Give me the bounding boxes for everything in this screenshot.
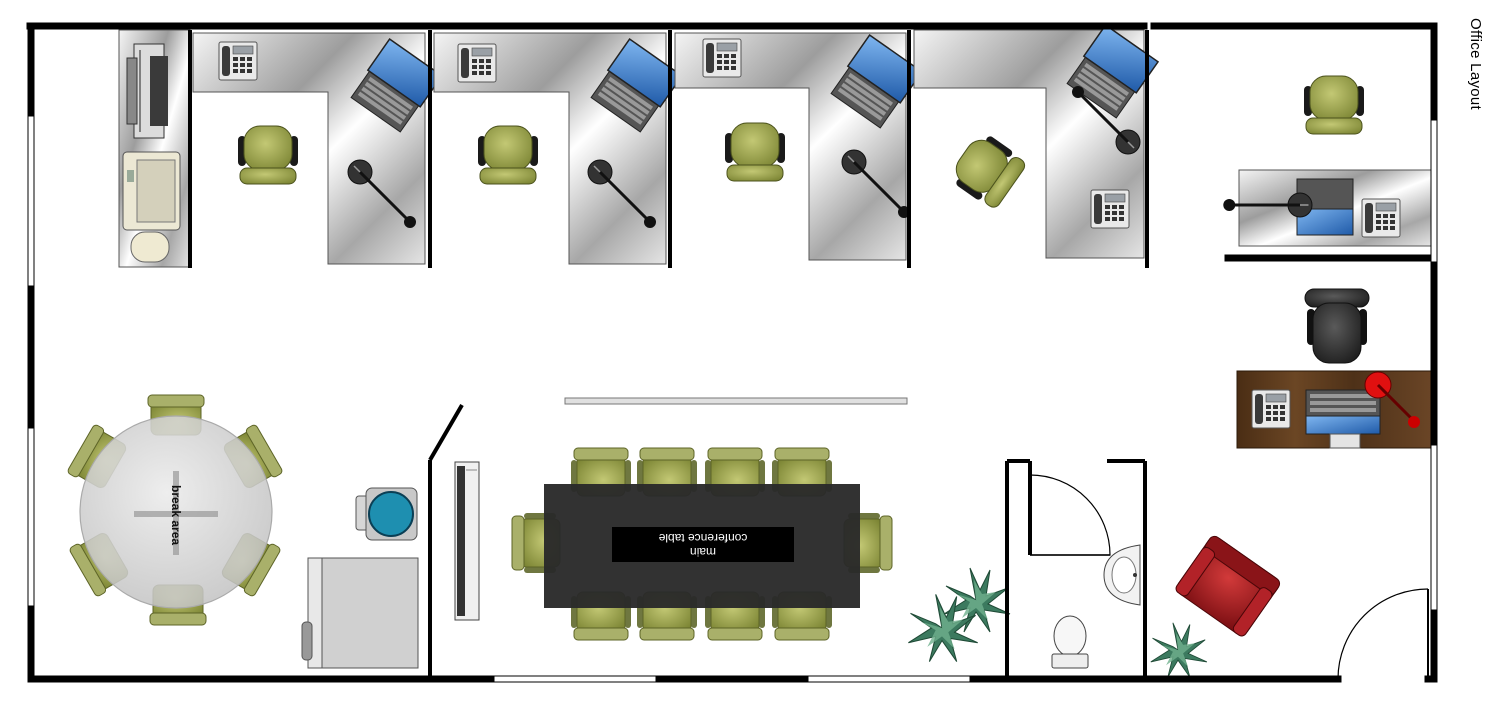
office-chair-icon bbox=[237, 125, 299, 185]
armchair-icon bbox=[1175, 535, 1281, 637]
desk-phone-icon bbox=[1090, 189, 1130, 229]
conference-label-line1: main bbox=[690, 545, 717, 559]
desk-lamp-icon bbox=[1364, 371, 1420, 428]
wall-display bbox=[454, 461, 480, 621]
desk-phone-icon bbox=[702, 38, 742, 78]
refrigerator-icon bbox=[301, 557, 419, 669]
windows bbox=[27, 115, 1438, 683]
conference-table-label: main conference table bbox=[612, 527, 794, 562]
water-cooler-icon bbox=[355, 487, 418, 541]
page-title: Office Layout bbox=[1467, 18, 1484, 111]
laptop-icon bbox=[1305, 389, 1381, 449]
printer-icon bbox=[126, 43, 168, 139]
entry-door bbox=[1337, 588, 1429, 680]
break-area-label: break area bbox=[169, 484, 183, 546]
office-chair-icon bbox=[724, 122, 786, 182]
office-chair-icon bbox=[477, 125, 539, 185]
office-chair-icon bbox=[946, 128, 1030, 212]
toilet-icon bbox=[1051, 615, 1089, 669]
whiteboard-icon bbox=[564, 397, 908, 405]
conference-label-line2: conference table bbox=[658, 531, 748, 545]
laptop-icon bbox=[1296, 178, 1354, 236]
desk-phone-icon bbox=[1251, 389, 1291, 429]
restroom bbox=[1029, 474, 1141, 669]
desk-phone-icon bbox=[1361, 198, 1401, 238]
desk-phone-icon bbox=[218, 41, 258, 81]
executive-chair-icon bbox=[1304, 288, 1370, 364]
desk-phone-icon bbox=[457, 43, 497, 83]
cubicle-row bbox=[118, 24, 1159, 268]
office-chair-icon bbox=[1303, 75, 1365, 135]
walls bbox=[26, 22, 1438, 683]
plant-icon bbox=[1150, 622, 1208, 678]
copier-icon bbox=[122, 151, 181, 263]
right-offices bbox=[1219, 75, 1432, 449]
break-area bbox=[66, 394, 284, 626]
sink-icon bbox=[1103, 544, 1141, 606]
